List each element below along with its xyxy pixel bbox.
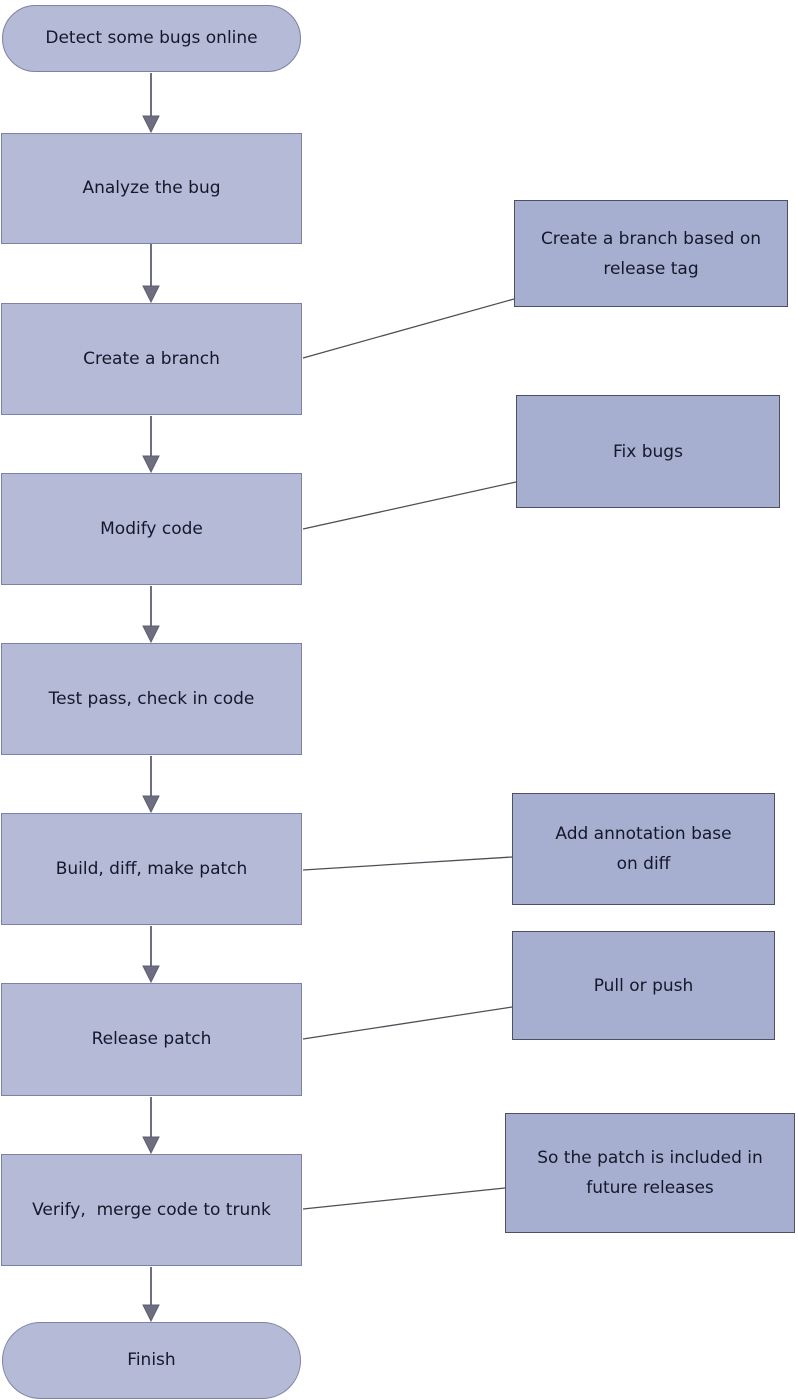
note-fix-label: Fix bugs	[613, 441, 683, 462]
node-modify-code-label: Modify code	[100, 518, 203, 539]
arrow-start-to-analyze	[142, 73, 160, 134]
node-verify-merge: Verify, merge code to trunk	[1, 1154, 302, 1266]
node-test-pass-label: Test pass, check in code	[48, 688, 255, 709]
node-test-pass: Test pass, check in code	[1, 643, 302, 755]
node-release-patch: Release patch	[1, 983, 302, 1096]
node-create-branch-label: Create a branch	[83, 348, 220, 369]
note-fix: Fix bugs	[516, 395, 780, 508]
node-modify-code: Modify code	[1, 473, 302, 585]
node-finish-label: Finish	[127, 1350, 176, 1370]
line-create-branch-to-branch-note	[302, 298, 515, 359]
line-build-patch-to-annotation-note	[302, 856, 513, 871]
arrow-build-patch-to-release-patch	[142, 926, 160, 984]
arrow-analyze-to-create-branch	[142, 244, 160, 304]
line-release-patch-to-pull-note	[302, 1006, 513, 1040]
node-analyze: Analyze the bug	[1, 133, 302, 244]
note-pull-label: Pull or push	[593, 975, 694, 996]
note-annotation-label: Add annotation base on diff	[555, 824, 732, 874]
note-release: So the patch is included in future relea…	[505, 1113, 795, 1233]
note-pull: Pull or push	[512, 931, 775, 1040]
arrow-release-patch-to-verify-merge	[142, 1097, 160, 1155]
node-start: Detect some bugs online	[2, 5, 301, 72]
line-verify-merge-to-release-note	[302, 1187, 506, 1210]
note-annotation: Add annotation base on diff	[512, 793, 775, 905]
line-modify-code-to-fix-note	[302, 481, 517, 530]
arrow-verify-merge-to-finish	[142, 1267, 160, 1323]
node-release-patch-label: Release patch	[91, 1029, 212, 1049]
node-create-branch: Create a branch	[1, 303, 302, 415]
node-start-label: Detect some bugs online	[45, 28, 258, 48]
node-analyze-label: Analyze the bug	[82, 178, 221, 198]
arrow-test-pass-to-build-patch	[142, 756, 160, 814]
note-branch: Create a branch based on release tag	[514, 200, 788, 307]
node-build-patch-label: Build, diff, make patch	[55, 858, 248, 879]
note-release-label: So the patch is included in future relea…	[537, 1148, 763, 1198]
arrow-create-branch-to-modify-code	[142, 416, 160, 474]
node-finish: Finish	[2, 1322, 301, 1399]
node-verify-merge-label: Verify, merge code to trunk	[32, 1199, 271, 1220]
arrow-modify-code-to-test-pass	[142, 586, 160, 644]
note-branch-label: Create a branch based on release tag	[540, 228, 762, 279]
node-build-patch: Build, diff, make patch	[1, 813, 302, 925]
